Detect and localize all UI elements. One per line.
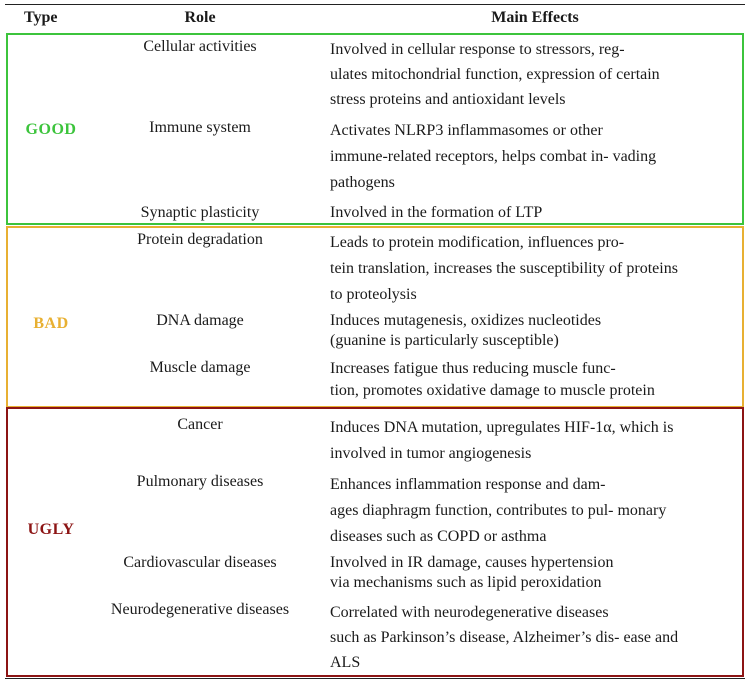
type-label-good: GOOD bbox=[25, 121, 77, 138]
good-group-box bbox=[6, 33, 744, 225]
effect-cellular-activities: Involved in cellular response to stresso… bbox=[330, 41, 660, 108]
top-rule bbox=[5, 4, 745, 5]
header-effects: Main Effects bbox=[491, 9, 579, 26]
effect-dna-damage: Induces mutagenesis, oxidizes nucleotide… bbox=[330, 312, 602, 349]
role-cardiovascular-diseases: Cardiovascular diseases bbox=[123, 554, 277, 571]
type-label-bad: BAD bbox=[33, 315, 69, 332]
role-cancer: Cancer bbox=[177, 416, 223, 433]
type-label-ugly: UGLY bbox=[27, 521, 75, 538]
effect-cardiovascular-diseases: Involved in IR damage, causes hypertensi… bbox=[330, 554, 614, 591]
role-synaptic-plasticity: Synaptic plasticity bbox=[140, 204, 260, 221]
role-pulmonary-diseases: Pulmonary diseases bbox=[136, 473, 264, 490]
effect-pulmonary-diseases: Enhances inflammation response and dam- … bbox=[330, 476, 667, 545]
role-muscle-damage: Muscle damage bbox=[149, 359, 251, 376]
ugly-group-box bbox=[6, 407, 744, 677]
role-immune-system: Immune system bbox=[149, 119, 251, 136]
bottom-rule bbox=[5, 678, 745, 679]
effect-muscle-damage: Increases fatigue thus reducing muscle f… bbox=[330, 360, 655, 399]
effect-synaptic-plasticity: Involved in the formation of LTP bbox=[330, 204, 543, 221]
role-cellular-activities: Cellular activities bbox=[143, 38, 257, 55]
role-dna-damage: DNA damage bbox=[156, 312, 244, 329]
header-type: Type bbox=[24, 9, 58, 26]
header-role: Role bbox=[184, 9, 216, 26]
effect-cancer: Induces DNA mutation, upregulates HIF-1α… bbox=[330, 419, 674, 462]
effect-immune-system: Activates NLRP3 inflammasomes or other i… bbox=[330, 122, 657, 191]
role-neurodegenerative-diseases: Neurodegenerative diseases bbox=[110, 601, 290, 618]
effect-neurodegenerative-diseases: Correlated with neurodegenerative diseas… bbox=[330, 604, 679, 671]
effect-protein-degradation: Leads to protein modification, influence… bbox=[330, 234, 678, 303]
role-protein-degradation: Protein degradation bbox=[137, 231, 263, 248]
